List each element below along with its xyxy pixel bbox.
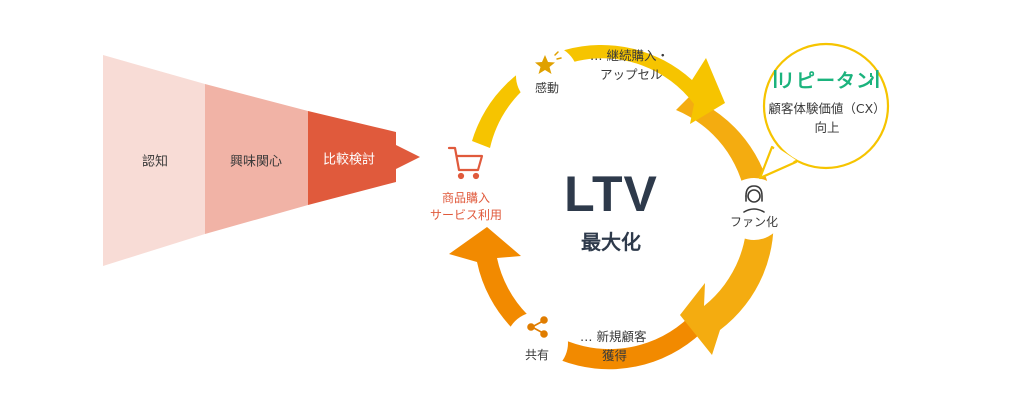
cycle-arc-bottom (449, 227, 715, 370)
step-circle-bottom (506, 312, 568, 374)
funnel-stage-interest (205, 84, 308, 234)
step-label-impression: 感動 (534, 81, 560, 95)
step-label-share: 共有 (524, 348, 550, 362)
funnel (103, 55, 420, 266)
flow-text-bottom: … 新規顧客 獲得 (580, 327, 646, 365)
repeatan-logo: リピータン (775, 70, 877, 92)
star-icon (535, 51, 562, 74)
flow-text-top-line-1: … 継続購入・ (590, 48, 669, 63)
purchase-line-1: 商品購入 (441, 191, 490, 205)
step-label-fan: ファン化 (729, 215, 779, 229)
logo-bar-left (774, 70, 777, 88)
callout-line-2: 向上 (814, 120, 840, 135)
flow-text-top-line-2: アップセル (600, 67, 663, 82)
funnel-label-awareness: 認知 (141, 154, 169, 170)
funnel-arrow-head (396, 145, 420, 169)
shopping-cart-icon (447, 146, 484, 180)
callout-bubble (758, 42, 890, 180)
share-icon (527, 316, 548, 338)
purchase-line-2: サービス利用 (429, 208, 502, 222)
callout-text: 顧客体験価値（CX） 向上 (768, 99, 885, 137)
logo-bar-right (876, 70, 879, 88)
flow-text-bottom-line-2: 獲得 (602, 348, 628, 363)
funnel-label-interest: 興味関心 (229, 154, 283, 170)
cycle-arc-right (676, 97, 774, 355)
funnel-label-comparison: 比較検討 (322, 152, 376, 168)
step-circle-top (516, 45, 578, 107)
ltv-title: LTV (564, 166, 658, 222)
funnel-stage-awareness (103, 55, 205, 266)
flow-text-bottom-line-1: … 新規顧客 (580, 329, 647, 344)
flow-text-top: … 継続購入・ アップセル (590, 46, 669, 84)
ltv-subtitle: 最大化 (581, 230, 641, 254)
funnel-stage-comparison (308, 111, 396, 205)
callout-line-1: 顧客体験価値（CX） (768, 101, 886, 116)
purchase-label: 商品購入 サービス利用 (406, 190, 526, 224)
person-icon (743, 185, 765, 213)
